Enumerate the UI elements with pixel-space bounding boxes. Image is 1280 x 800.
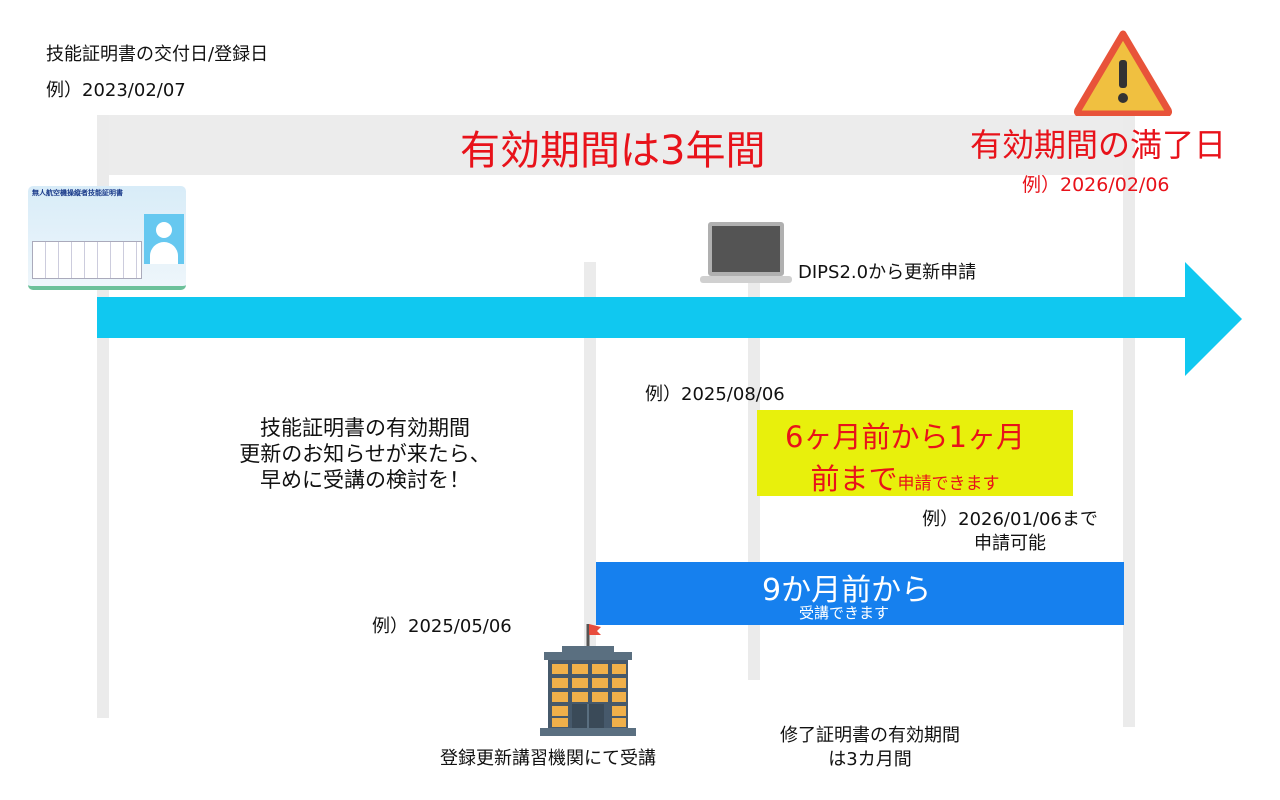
expiry-line xyxy=(1123,115,1135,727)
apply-deadline-line2: 申請可能 xyxy=(974,533,1046,554)
license-card-image: 無人航空機操縦者技能証明書 xyxy=(28,186,186,290)
certificate-line: は3カ月間 xyxy=(828,749,912,770)
certificate-line: 修了証明書の有効期間 xyxy=(780,725,960,746)
apply-window-box: 6ヶ月前から1ヶ月 前まで申請できます xyxy=(757,410,1073,496)
apply-deadline: 例）2026/01/06まで 申請可能 xyxy=(895,508,1125,556)
dips-example: 例）2025/08/06 xyxy=(645,384,785,405)
validity-band xyxy=(97,115,1135,175)
course-example: 例）2025/05/06 xyxy=(372,616,512,637)
notice-line: 早めに受講の検討を！ xyxy=(260,468,470,492)
certificate-text: 修了証明書の有効期間 は3カ月間 xyxy=(740,724,1000,772)
timeline-arrow xyxy=(97,262,1242,376)
license-card-title: 無人航空機操縦者技能証明書 xyxy=(32,189,123,197)
course-label: 登録更新講習機関にて受講 xyxy=(440,748,656,769)
validity-title: 有効期間は3年間 xyxy=(460,128,766,174)
building-icon xyxy=(540,624,636,736)
warning-icon xyxy=(1074,30,1172,116)
course-window-big: 9か月前から xyxy=(762,573,932,608)
apply-window-line2-big: 前まで xyxy=(810,462,898,496)
apply-window-line1: 6ヶ月前から1ヶ月 xyxy=(785,420,1025,454)
expiry-label: 有効期間の満了日 xyxy=(970,126,1227,164)
apply-window-line2-small: 申請できます xyxy=(897,474,1000,494)
notice-line: 技能証明書の有効期間 xyxy=(260,416,470,440)
course-window-small: 受講できます xyxy=(799,604,890,622)
notice-text: 技能証明書の有効期間 更新のお知らせが来たら、 早めに受講の検討を！ xyxy=(205,415,525,493)
start-example: 例）2023/02/07 xyxy=(46,80,186,101)
expiry-example: 例）2026/02/06 xyxy=(1022,174,1170,196)
laptop-icon xyxy=(700,222,792,283)
apply-deadline-line1: 例）2026/01/06まで xyxy=(922,509,1098,530)
dips-label: DIPS2.0から更新申請 xyxy=(798,262,977,283)
course-line xyxy=(584,262,596,692)
license-photo xyxy=(144,214,184,264)
course-window-box: 9か月前から 受講できます xyxy=(596,562,1124,625)
notice-line: 更新のお知らせが来たら、 xyxy=(239,442,491,466)
start-label: 技能証明書の交付日/登録日 xyxy=(46,44,269,65)
